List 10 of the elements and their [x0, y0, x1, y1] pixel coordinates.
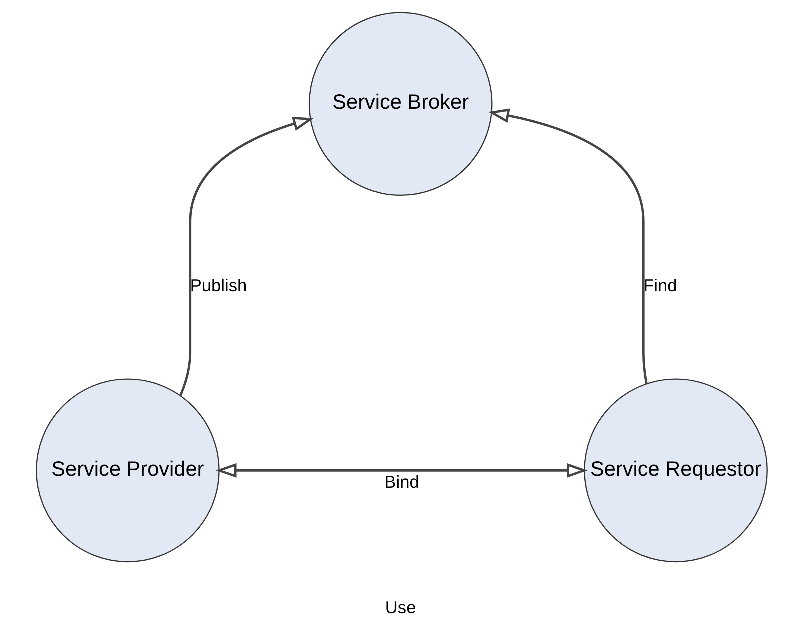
- label: Use: [385, 597, 416, 618]
- node-circle: Service Broker: [308, 12, 493, 196]
- edge-label: Find: [644, 275, 678, 296]
- arrow: [180, 117, 314, 396]
- arrow: [216, 463, 588, 478]
- node-circle: Service Requestor: [584, 378, 768, 563]
- node-circle: Service Provider: [36, 378, 220, 563]
- arrow: [488, 108, 648, 384]
- edge-label: Bind: [384, 472, 420, 492]
- edge-label: Publish: [190, 275, 248, 296]
